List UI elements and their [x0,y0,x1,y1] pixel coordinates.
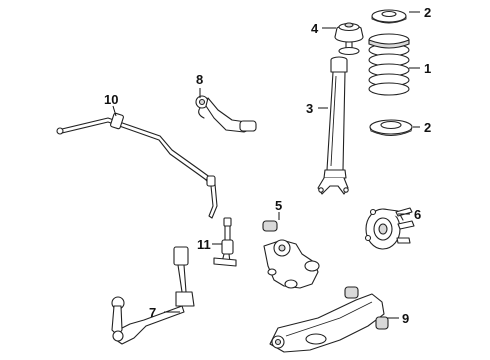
callout-7: 7 [149,305,156,320]
shock-mount [334,22,364,56]
trailing-link [111,246,195,345]
hub-bearing [364,207,415,250]
callout-3: 3 [306,101,313,116]
callout-2-upper: 2 [424,5,431,20]
callout-10: 10 [104,92,118,107]
shock-absorber [317,56,349,195]
callout-1: 1 [424,61,431,76]
knuckle-assembly [262,220,320,289]
callout-6: 6 [414,207,421,222]
callout-5: 5 [275,198,282,213]
leader-lines [112,11,420,319]
spring-insulator-lower [369,119,413,136]
callout-8: 8 [196,72,203,87]
callout-11: 11 [197,237,211,252]
spring-insulator-upper [371,9,407,24]
callout-9: 9 [402,311,409,326]
upper-control-arm [195,95,257,133]
coil-spring [368,33,410,96]
lower-control-arm [269,286,389,353]
stabilizer-bar [56,112,218,219]
callout-4: 4 [311,21,319,36]
callout-labels: 1 2 2 3 4 5 6 7 8 9 10 11 [104,5,431,326]
callout-2-lower: 2 [424,120,431,135]
stabilizer-link [213,217,237,267]
